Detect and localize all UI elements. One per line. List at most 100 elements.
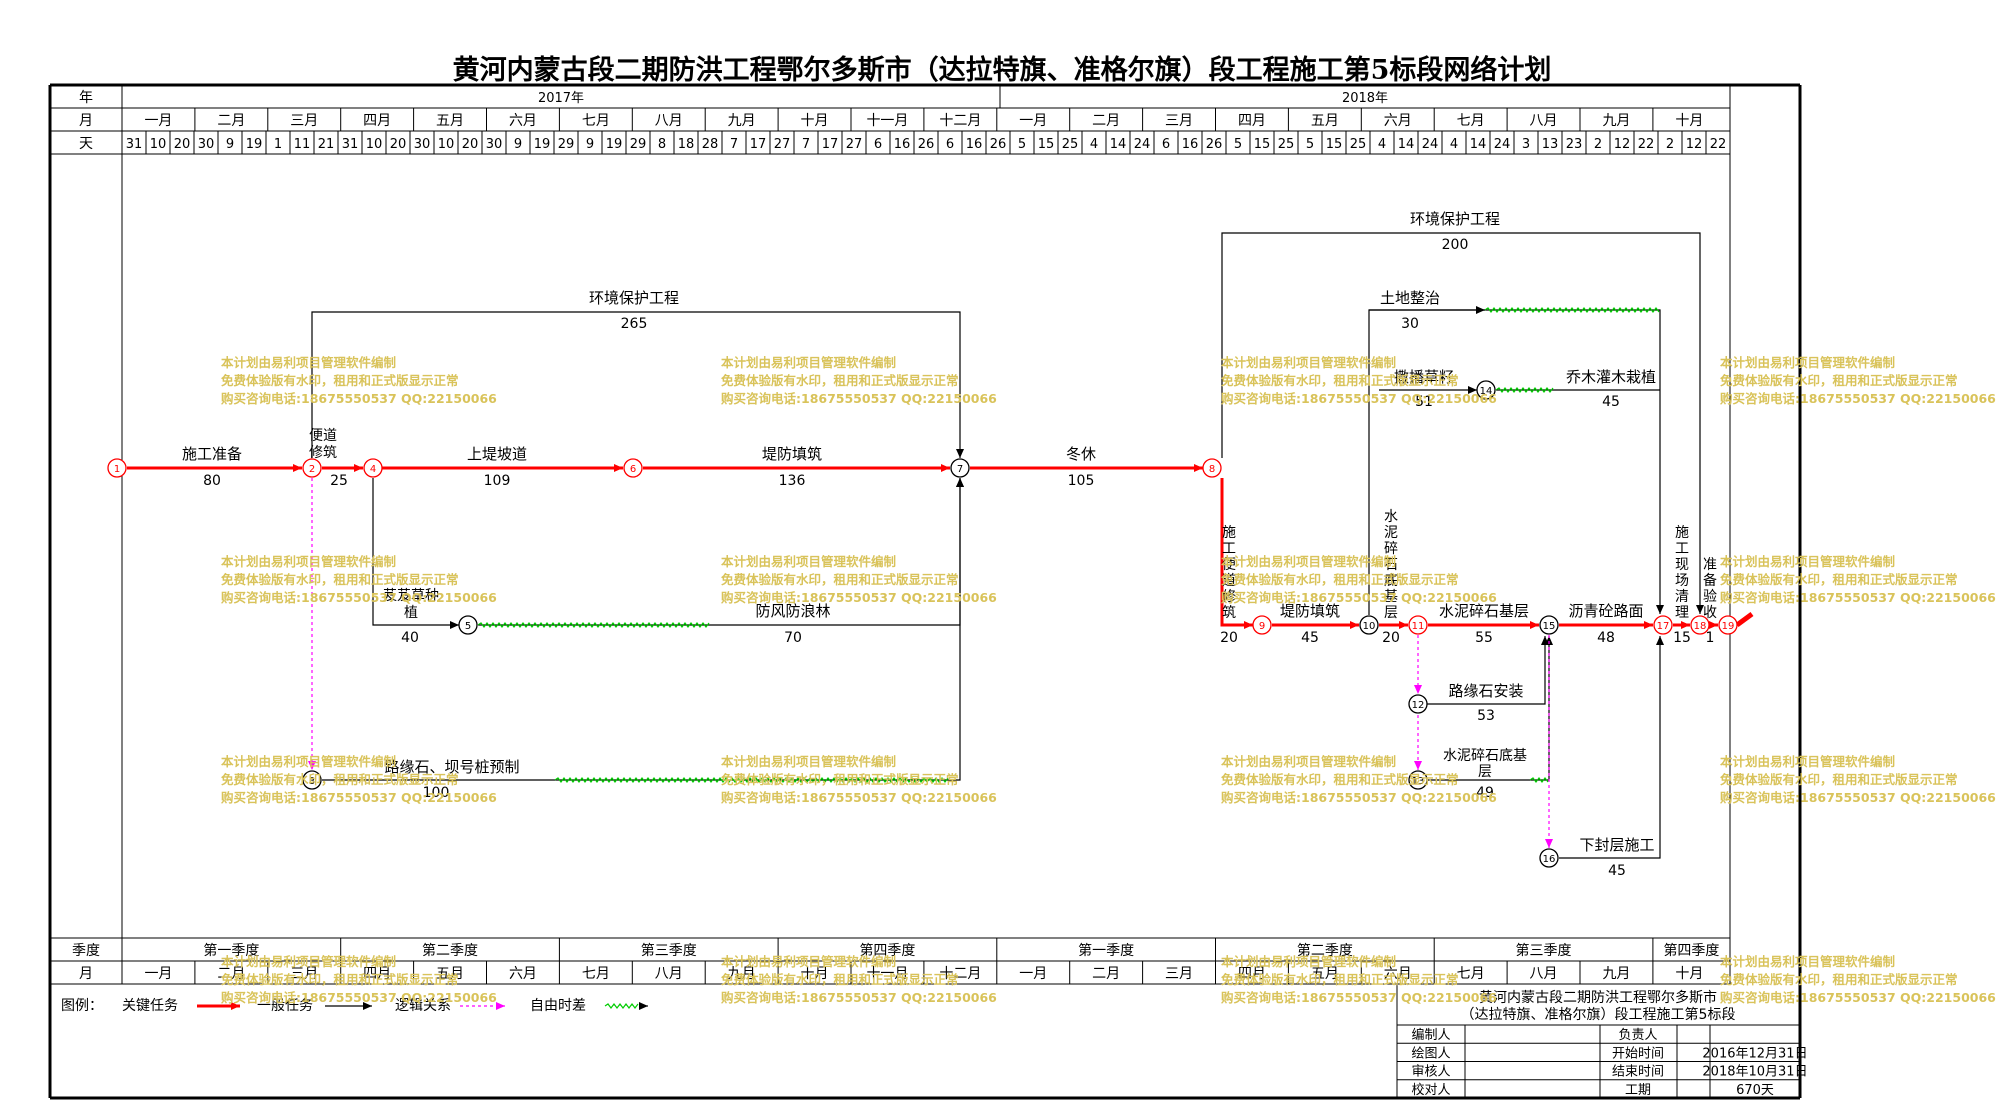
day-label: 30 [486, 137, 503, 152]
month-label: 五月 [436, 113, 464, 129]
month-label: 六月 [509, 113, 537, 129]
day-label: 9 [514, 137, 522, 152]
node-label-19: 19 [1722, 621, 1735, 632]
normal-arrow [1427, 636, 1549, 705]
task-duration-t1: 80 [203, 473, 221, 489]
node-18 [1690, 615, 1710, 635]
node-label-16: 16 [1543, 854, 1556, 865]
task-name-t3: 上堤坡道 [467, 445, 527, 463]
watermark-text: 免费体验版有水印，租用和正式版显示正常 [221, 972, 459, 987]
task-name-t23: 收 [1703, 605, 1717, 621]
watermark-text: 本计划由易利项目管理软件编制 [1221, 754, 1396, 769]
watermark-text: 本计划由易利项目管理软件编制 [221, 954, 396, 969]
day-label: 2 [1594, 137, 1602, 152]
day-label: 31 [342, 137, 359, 152]
row-label-year: 年 [79, 90, 93, 106]
month-label: 十月 [1675, 966, 1703, 982]
watermark-text: 购买咨询电话:18675550537 QQ:22150066 [1221, 790, 1497, 805]
month-label: 三月 [1165, 966, 1193, 982]
watermark-text: 购买咨询电话:18675550537 QQ:22150066 [1221, 391, 1497, 406]
quarter-label: 第一季度 [1078, 942, 1134, 959]
month-label: 八月 [655, 113, 683, 129]
node-2 [302, 458, 322, 478]
info-label: 结束时间 [1612, 1065, 1664, 1080]
watermark-text: 免费体验版有水印，租用和正式版显示正常 [221, 572, 459, 587]
node-9 [1252, 615, 1272, 635]
legend-float-label: 自由时差 [530, 998, 586, 1014]
month-label: 四月 [1238, 966, 1266, 982]
day-label: 19 [534, 137, 551, 152]
info-label: 开始时间 [1612, 1046, 1664, 1061]
task-name-t17: 水泥碎石基层 [1439, 602, 1529, 620]
node-10 [1359, 615, 1379, 635]
legend-normal-label: 一般任务 [257, 998, 313, 1014]
network-links [127, 232, 1754, 859]
normal-arrow [1369, 309, 1664, 614]
watermark-text: 购买咨询电话:18675550537 QQ:22150066 [221, 391, 497, 406]
normal-arrow [311, 311, 964, 458]
year-label: 2017年 [538, 91, 584, 106]
month-label: 十一月 [866, 966, 908, 982]
day-label: 3 [1522, 137, 1530, 152]
node-label-6: 6 [630, 464, 636, 475]
month-label: 十月 [801, 966, 829, 982]
end-arrow [1735, 611, 1754, 628]
task-name-t4: 堤防填筑 [762, 445, 822, 463]
node-label-4: 4 [370, 464, 376, 475]
month-label: 五月 [1311, 966, 1339, 982]
task-name-t7: 芨芨草种 [383, 588, 439, 604]
task-name-t13: 乔木灌木栽植 [1566, 368, 1656, 386]
watermark-text: 免费体验版有水印，租用和正式版显示正常 [721, 373, 959, 388]
day-label: 27 [774, 137, 791, 152]
quarter-label: 第四季度 [859, 942, 915, 959]
watermark-text: 本计划由易利项目管理软件编制 [721, 754, 896, 769]
day-label: 22 [1638, 137, 1655, 152]
task-name-t23: 验 [1703, 589, 1717, 605]
node-label-18: 18 [1694, 621, 1707, 632]
info-table: 黄河内蒙古段二期防洪工程鄂尔多斯市（达拉特旗、准格尔旗）段工程施工第5标段编制人… [1396, 984, 1808, 1098]
day-label: 26 [1206, 137, 1223, 152]
float-zigzag [1529, 777, 1549, 783]
month-label: 二月 [217, 113, 245, 129]
node-label-10: 10 [1363, 621, 1376, 632]
node-label-8: 8 [1209, 464, 1215, 475]
day-label: 6 [946, 137, 954, 152]
month-label: 十月 [1675, 113, 1703, 129]
day-label: 4 [1378, 137, 1386, 152]
task-name-t22: 理 [1675, 605, 1689, 621]
task-name-t22: 清 [1675, 589, 1689, 605]
task-name-t10: 环境保护工程 [1410, 210, 1500, 228]
watermark-text: 本计划由易利项目管理软件编制 [1720, 954, 1895, 969]
task-duration-t2: 25 [330, 473, 348, 489]
watermark-text: 购买咨询电话:18675550537 QQ:22150066 [1221, 590, 1497, 605]
watermark-text: 本计划由易利项目管理软件编制 [221, 754, 396, 769]
month-label: 七月 [582, 966, 610, 982]
month-label: 四月 [363, 966, 391, 982]
day-label: 25 [1350, 137, 1367, 152]
task-name-t14: 便 [1222, 557, 1236, 573]
watermark-text: 购买咨询电话:18675550537 QQ:22150066 [1221, 990, 1497, 1005]
task-duration-t4: 136 [779, 473, 806, 489]
month-label: 十二月 [939, 113, 981, 129]
month-label: 九月 [1602, 966, 1630, 982]
day-label: 19 [246, 137, 263, 152]
day-label: 29 [630, 137, 647, 152]
task-duration-t9: 100 [423, 785, 450, 801]
watermark-text: 购买咨询电话:18675550537 QQ:22150066 [721, 590, 997, 605]
day-label: 21 [318, 137, 335, 152]
float-zigzag [1484, 307, 1660, 313]
task-name-t19: 路缘石安装 [1448, 682, 1523, 700]
node-label-13: 13 [1412, 776, 1425, 787]
watermark-text: 购买咨询电话:18675550537 QQ:22150066 [1720, 590, 1996, 605]
watermark-text: 免费体验版有水印，租用和正式版显示正常 [221, 373, 459, 388]
day-label: 15 [1326, 137, 1343, 152]
day-label: 24 [1134, 137, 1151, 152]
day-label: 20 [174, 137, 191, 152]
day-label: 10 [438, 137, 455, 152]
node-19 [1718, 615, 1738, 635]
node-11 [1408, 615, 1428, 635]
watermark-text: 本计划由易利项目管理软件编制 [1720, 355, 1895, 370]
day-label: 16 [1182, 137, 1199, 152]
task-name-t9: 路缘石、坝号桩预制 [384, 758, 519, 776]
